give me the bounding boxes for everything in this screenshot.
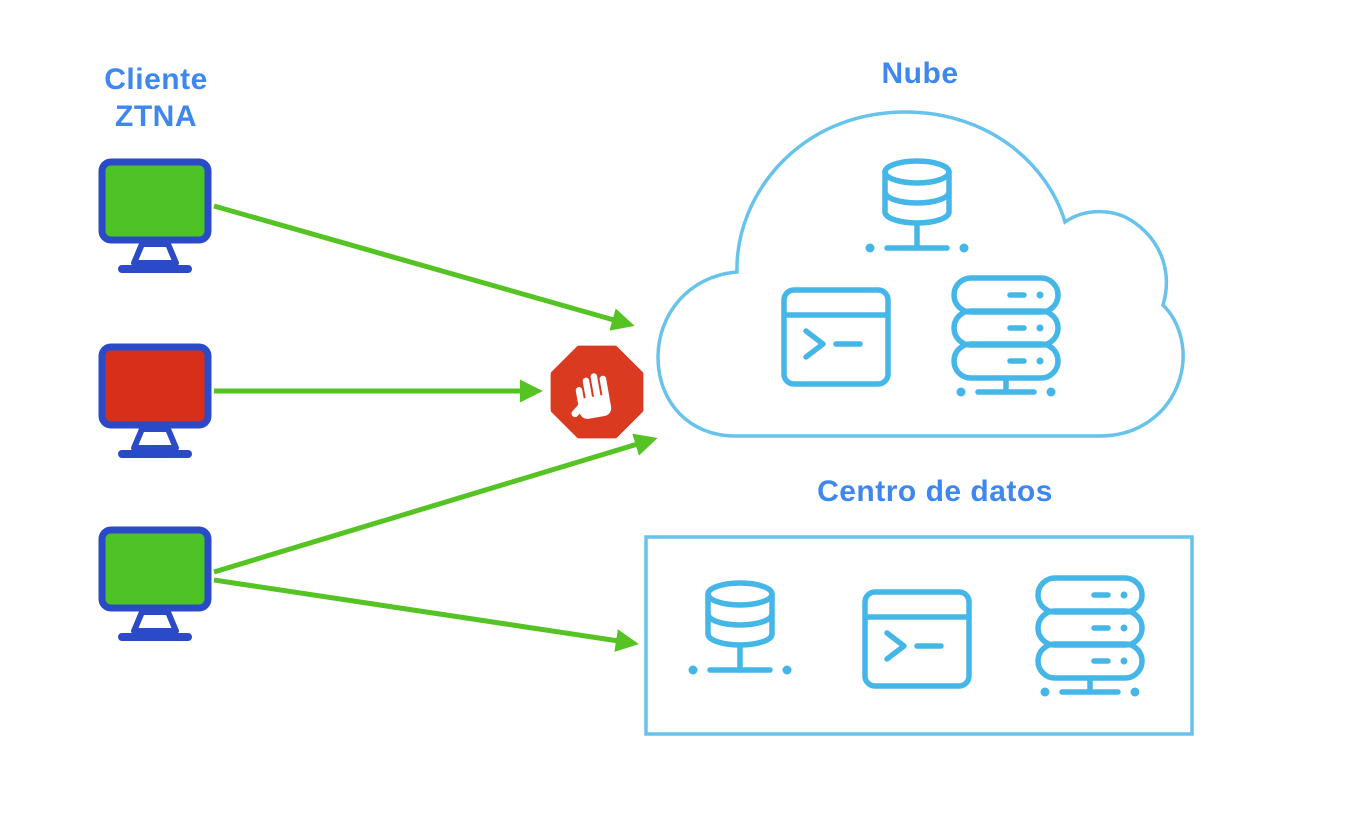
stop-hand-icon bbox=[550, 345, 644, 439]
cloud-shape bbox=[656, 110, 1185, 438]
datacenter-label: Centro de datos bbox=[817, 475, 1053, 508]
arrow-client3-to-datacenter bbox=[213, 577, 639, 652]
monitor-screen-green bbox=[98, 158, 212, 244]
datacenter-box bbox=[644, 535, 1194, 736]
monitor-screen-red bbox=[98, 343, 212, 429]
arrow-client1-to-cloud bbox=[213, 203, 635, 331]
cloud-label: Nube bbox=[881, 57, 959, 90]
client-ztna-label: Cliente ZTNA bbox=[104, 63, 208, 133]
monitor-stand bbox=[131, 426, 179, 451]
client-monitor-3 bbox=[98, 526, 212, 641]
arrow-client3-to-cloud bbox=[213, 433, 658, 575]
hand-glyph bbox=[571, 373, 612, 419]
client-monitor-1 bbox=[98, 158, 212, 273]
monitor-screen-green bbox=[98, 526, 212, 612]
monitor-stand bbox=[131, 241, 179, 266]
client-monitor-2 bbox=[98, 343, 212, 458]
monitor-stand bbox=[131, 609, 179, 634]
